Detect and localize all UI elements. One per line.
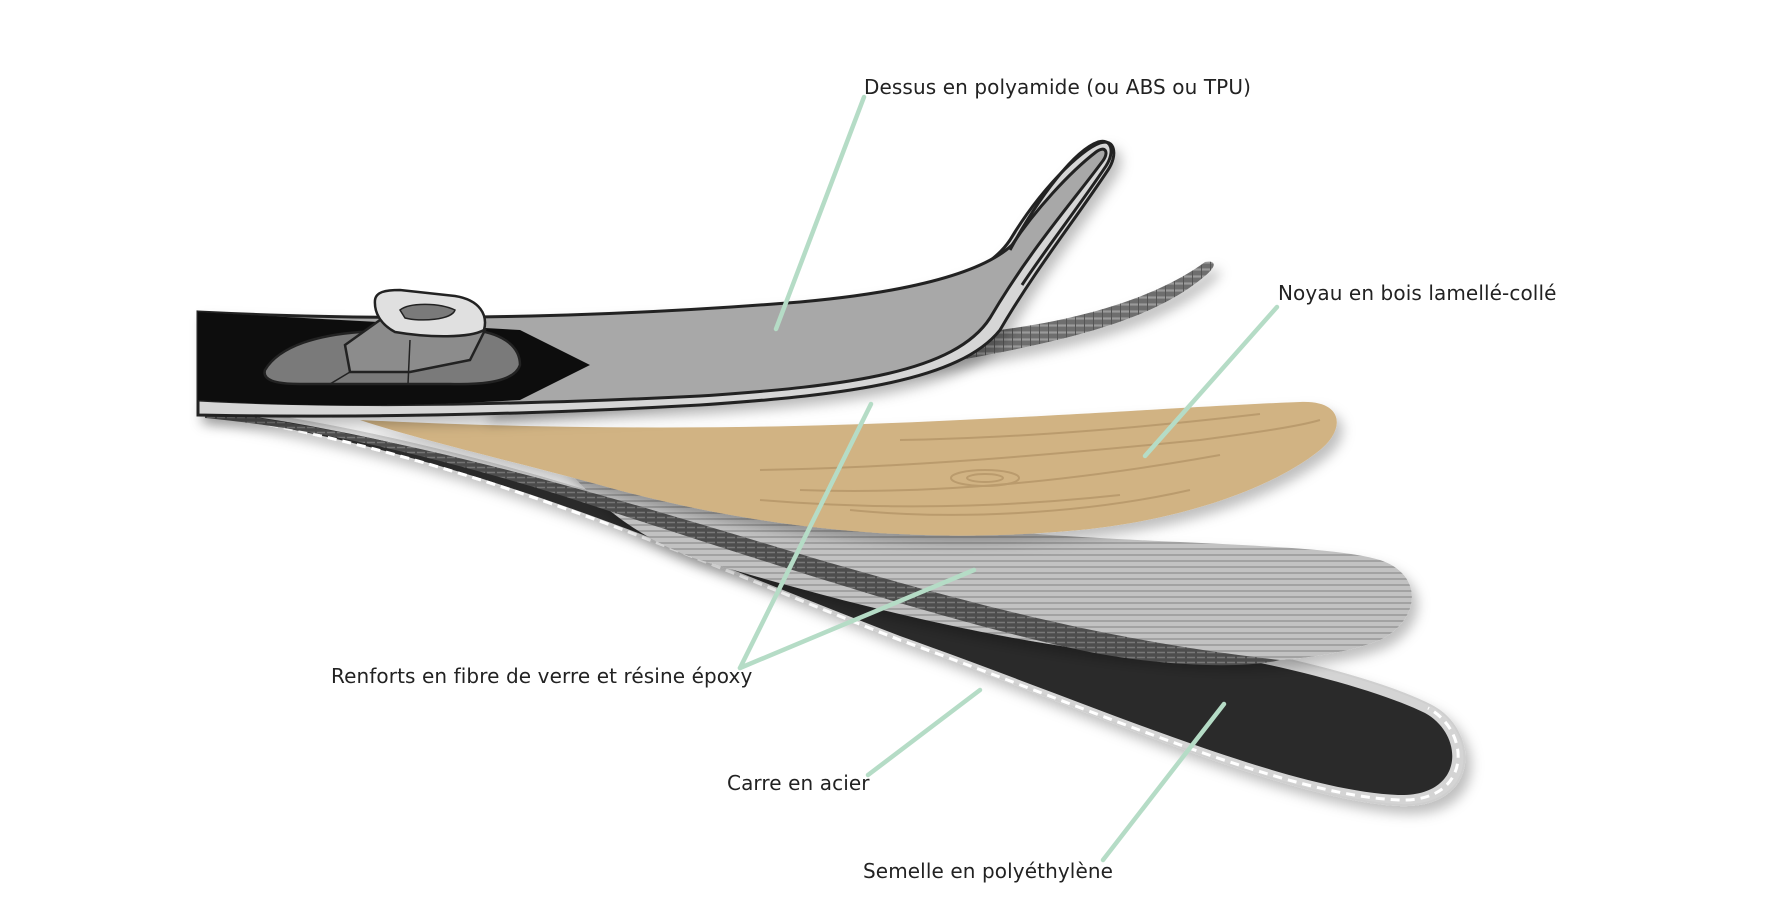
- label-edge: Carre en acier: [727, 771, 870, 795]
- leader-top-sheet: [773, 94, 867, 332]
- label-top-sheet: Dessus en polyamide (ou ABS ou TPU): [864, 75, 1251, 99]
- leader-reinforcement-1: [737, 401, 874, 671]
- leader-core: [1142, 304, 1280, 459]
- label-reinforcement: Renforts en fibre de verre et résine épo…: [331, 664, 753, 688]
- leader-edge: [865, 687, 983, 778]
- leader-base: [1100, 701, 1227, 863]
- tip-loop: [1008, 139, 1113, 286]
- steel-edge-dashes: [209, 412, 1460, 802]
- fiberglass-dark-band: [205, 410, 1280, 666]
- label-base: Semelle en polyéthylène: [863, 859, 1114, 883]
- base-sole: [205, 410, 1453, 796]
- leader-lines: [737, 94, 1280, 863]
- wood-core-layer: [360, 401, 1337, 536]
- base-layer: [197, 403, 1466, 807]
- label-core: Noyau en bois lamellé-collé: [1278, 281, 1557, 305]
- wood-grain: [759, 413, 1321, 516]
- ski-binding: [263, 288, 522, 386]
- leader-reinforcement-2: [737, 567, 977, 671]
